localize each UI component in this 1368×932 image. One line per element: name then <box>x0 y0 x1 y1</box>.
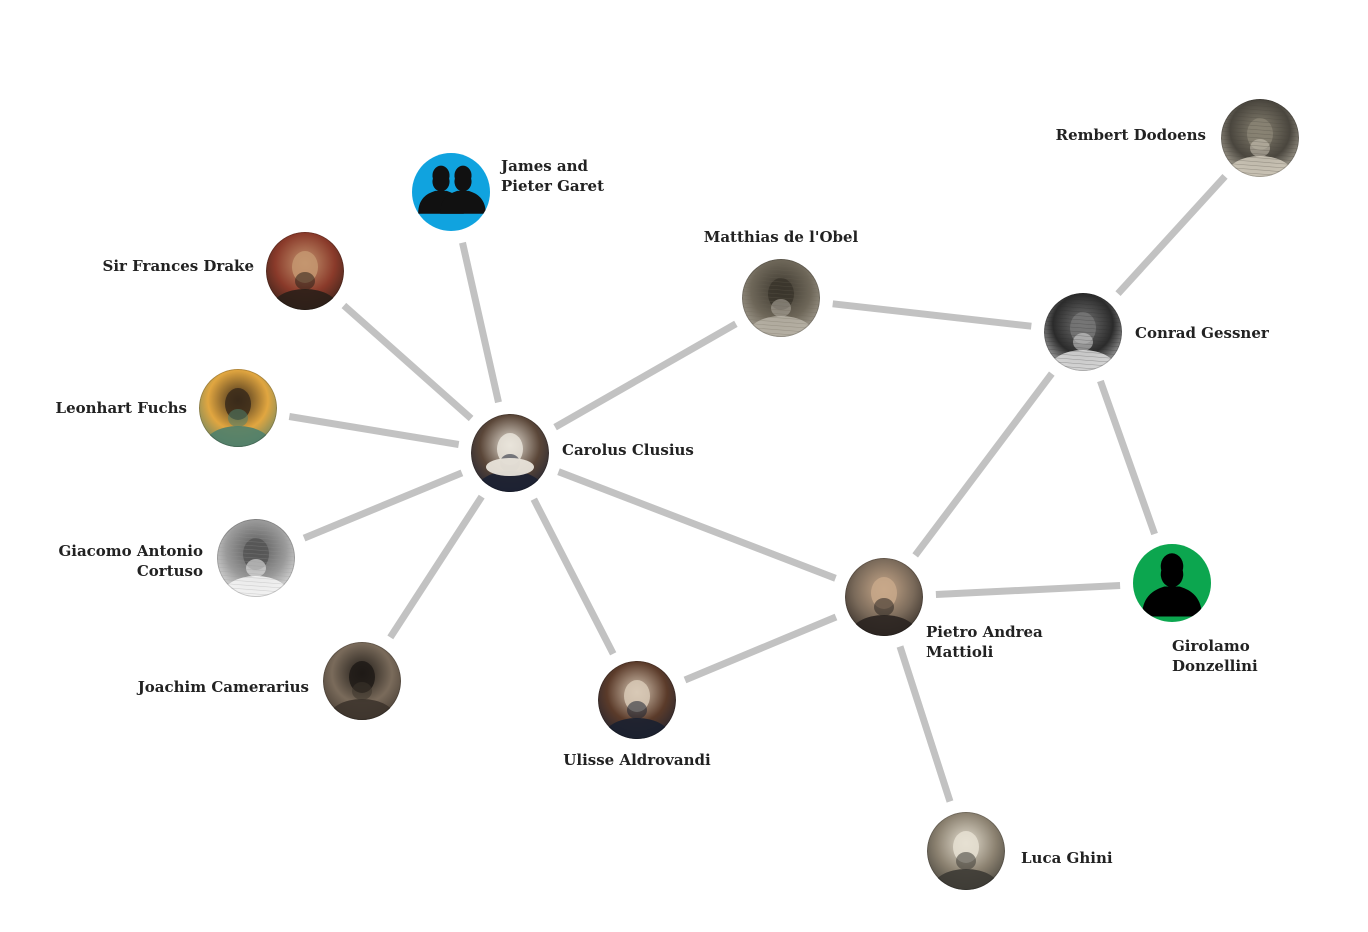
node-label-line: Donzellini <box>1172 657 1258 675</box>
node-label-drake: Sir Frances Drake <box>103 257 254 275</box>
node-dodoens[interactable] <box>1221 99 1299 196</box>
node-label-line: Pietro Andrea <box>926 623 1043 641</box>
edge-clusius-aldrovandi <box>530 497 617 656</box>
portrait-lobel <box>742 259 820 337</box>
portrait-aldrovandi <box>598 661 676 739</box>
edge-clusius-garet <box>459 241 502 404</box>
node-label-line: Luca Ghini <box>1021 849 1113 867</box>
node-label-line: Leonhart Fuchs <box>56 399 187 417</box>
node-lobel[interactable] <box>742 259 820 356</box>
portrait-ghini <box>927 812 1005 890</box>
node-disc-garet <box>412 153 490 231</box>
node-label-line: Giacomo Antonio <box>58 542 203 560</box>
node-label-line: Matthias de l'Obel <box>704 228 859 246</box>
portrait-cortuso <box>217 519 295 597</box>
edge-clusius-cortuso <box>302 469 464 542</box>
two-person-silhouette-icon <box>418 165 486 214</box>
node-drake[interactable] <box>266 232 344 329</box>
portrait-gessner <box>1044 293 1122 371</box>
node-label-line: Pieter Garet <box>501 177 604 195</box>
node-label-line: Rembert Dodoens <box>1056 126 1206 144</box>
node-gessner[interactable] <box>1044 293 1122 390</box>
node-cortuso[interactable] <box>217 519 295 616</box>
portrait-camerarius <box>323 642 401 720</box>
edge-clusius-drake <box>341 302 474 422</box>
node-garet[interactable] <box>412 153 490 231</box>
portrait-dodoens <box>1221 99 1299 177</box>
portrait-drake <box>266 232 344 310</box>
node-fuchs[interactable] <box>199 369 277 466</box>
node-label-line: Carolus Clusius <box>562 441 694 459</box>
node-label-line: Sir Frances Drake <box>103 257 254 275</box>
node-label-line: James and <box>499 157 589 175</box>
portrait-mattioli <box>845 558 923 636</box>
edge-gessner-donzellini <box>1097 379 1158 536</box>
edge-lobel-gessner <box>832 300 1032 330</box>
node-label-line: Girolamo <box>1172 637 1250 655</box>
node-mattioli[interactable] <box>845 558 923 655</box>
portrait-fuchs <box>199 369 277 447</box>
node-label-gessner: Conrad Gessner <box>1135 324 1270 342</box>
node-label-ghini: Luca Ghini <box>1021 849 1113 867</box>
node-label-camerarius: Joachim Camerarius <box>136 678 309 696</box>
node-label-line: Conrad Gessner <box>1135 324 1270 342</box>
node-label-aldrovandi: Ulisse Aldrovandi <box>563 751 711 769</box>
node-label-fuchs: Leonhart Fuchs <box>56 399 187 417</box>
person-silhouette-icon <box>1142 553 1202 617</box>
node-camerarius[interactable] <box>323 642 401 739</box>
node-label-lobel: Matthias de l'Obel <box>704 228 859 246</box>
node-donzellini[interactable] <box>1133 544 1211 622</box>
edge-gessner-mattioli <box>912 371 1055 558</box>
edge-clusius-mattioli <box>557 468 837 582</box>
edge-mattioli-donzellini <box>935 582 1121 598</box>
edge-mattioli-aldrovandi <box>683 613 838 684</box>
node-ghini[interactable] <box>927 812 1005 909</box>
edge-mattioli-ghini <box>896 645 954 803</box>
node-label-line: Cortuso <box>137 562 203 580</box>
edge-clusius-camerarius <box>387 494 485 640</box>
node-label-line: Ulisse Aldrovandi <box>563 751 711 769</box>
node-aldrovandi[interactable] <box>598 661 676 758</box>
node-label-dodoens: Rembert Dodoens <box>1056 126 1206 144</box>
edge-clusius-lobel <box>553 320 738 431</box>
edge-gessner-dodoens <box>1115 174 1228 296</box>
portrait-clusius <box>471 414 549 492</box>
nodes-layer <box>199 99 1299 909</box>
edge-clusius-fuchs <box>288 413 460 448</box>
node-clusius[interactable] <box>471 414 549 511</box>
node-label-line: Mattioli <box>926 643 994 661</box>
node-label-clusius: Carolus Clusius <box>562 441 694 459</box>
edges-layer <box>288 174 1228 803</box>
node-label-line: Joachim Camerarius <box>136 678 309 696</box>
